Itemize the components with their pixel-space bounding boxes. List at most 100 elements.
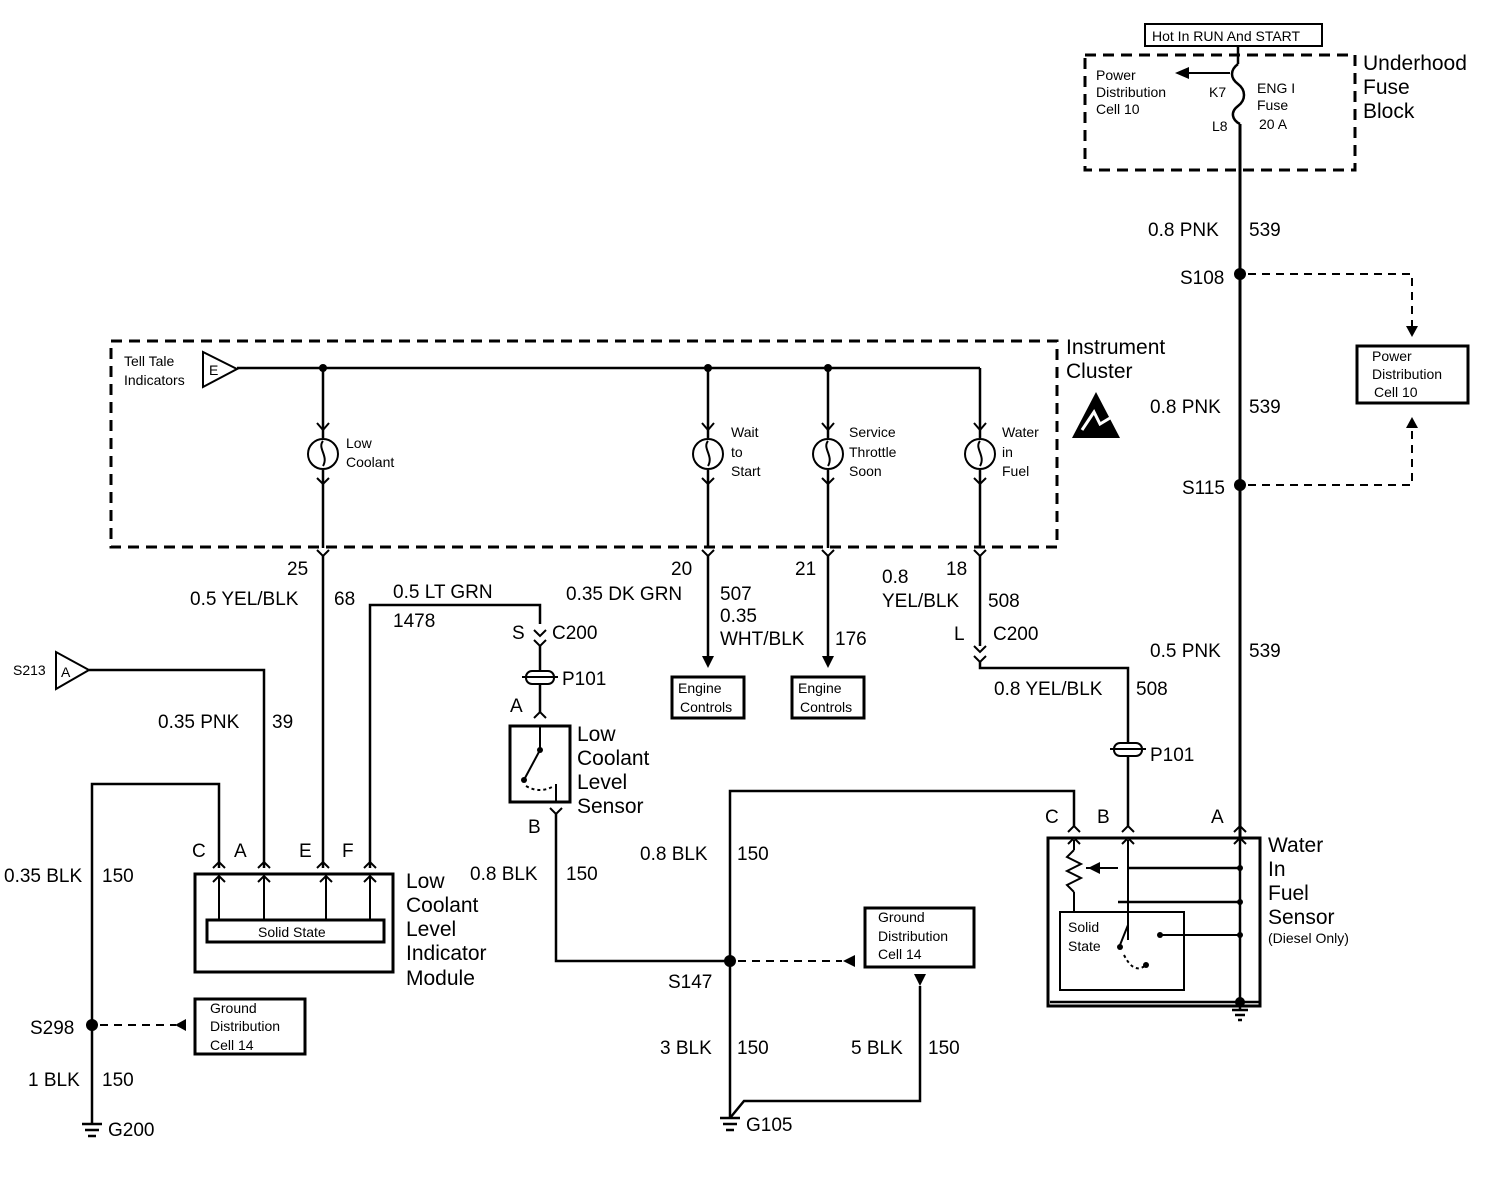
svg-text:Sensor: Sensor (577, 795, 644, 818)
blk-150-g105-right-wire (729, 986, 922, 1119)
splice-s298 (86, 1019, 98, 1031)
svg-text:Engine: Engine (798, 680, 842, 696)
svg-text:in: in (1002, 444, 1013, 460)
svg-text:Cell 10: Cell 10 (1374, 384, 1418, 400)
module-wire-150-circuit: 150 (102, 866, 134, 887)
svg-text:to: to (731, 444, 743, 460)
wire-539-circuit-a: 539 (1249, 220, 1281, 241)
wire-539-circuit-b: 539 (1249, 397, 1281, 418)
svg-text:Solid: Solid (1068, 919, 1099, 935)
pin-21-label: 21 (795, 559, 816, 580)
svg-text:Distribution: Distribution (1096, 84, 1166, 100)
p101-connector-b: P101 (1110, 742, 1194, 766)
svg-text:Distribution: Distribution (210, 1018, 280, 1034)
yel-blk-508-wire-lower (978, 662, 1130, 742)
svg-text:P101: P101 (1150, 745, 1194, 766)
wif-chassis-ground-icon (1232, 1004, 1248, 1022)
svg-text:A: A (1211, 807, 1224, 828)
svg-text:Cell 14: Cell 14 (878, 946, 922, 962)
g105-ground-icon (720, 1116, 740, 1132)
lt-grn-1478-wire (368, 603, 542, 868)
svg-text:Fuse: Fuse (1257, 97, 1288, 113)
wire-539-size-color-c: 0.5 PNK (1150, 641, 1221, 662)
svg-text:Cell 14: Cell 14 (210, 1037, 254, 1053)
g200-ground-icon (82, 1104, 102, 1138)
s147-label: S147 (668, 972, 712, 993)
water-in-fuel-sensor-box (1046, 836, 1262, 1008)
wire-176-size: 0.35 (720, 606, 757, 627)
svg-text:F: F (342, 841, 354, 862)
splice-s147 (724, 955, 736, 967)
svg-text:Throttle: Throttle (849, 444, 897, 460)
l8-label: L8 (1212, 118, 1228, 134)
mid-wire-5blk-size-color: 5 BLK (851, 1038, 903, 1059)
power-distribution-cell10-box: Power Distribution Cell 10 (1355, 344, 1470, 405)
service-throttle-soon-bulb-icon (812, 438, 844, 470)
low-coolant-level-indicator-module-box: Solid State (193, 872, 395, 974)
svg-text:Distribution: Distribution (878, 928, 948, 944)
svg-text:Block: Block (1363, 100, 1415, 123)
svg-text:Module: Module (406, 967, 475, 990)
service-throttle-soon-bulb-circuit: Service Throttle Soon (812, 364, 897, 548)
c200-l-pin-label: L (954, 624, 965, 645)
p101-connector-a: P101 (522, 669, 606, 690)
underhood-fuse-block-outline (1083, 53, 1357, 172)
ground-distribution-cell14-box-mid: Ground Distribution Cell 14 (863, 906, 976, 969)
s213-connector-a-flag: S213 A (13, 650, 92, 691)
svg-text:Soon: Soon (849, 463, 882, 479)
svg-text:C: C (192, 841, 206, 862)
k7-label: K7 (1209, 84, 1226, 100)
svg-text:Cell 10: Cell 10 (1096, 101, 1140, 117)
c200-s-pin-label: S (512, 623, 525, 644)
g200-label: G200 (108, 1120, 154, 1141)
power-distribution-reference: Power Distribution Cell 10 (1096, 67, 1166, 117)
wire-507-size-color: 0.35 DK GRN (566, 584, 682, 605)
wire-508-circuit-top: 508 (988, 591, 1020, 612)
c200-l-connector-label: C200 (993, 624, 1038, 645)
blk-150-wif-ground-wire (728, 789, 1076, 1118)
wire-508-size-top: 0.8 (882, 567, 908, 588)
s298-label: S298 (30, 1018, 74, 1039)
sensor-wire-150-size-color: 0.8 BLK (470, 864, 538, 885)
svg-text:Tell Tale: Tell Tale (124, 353, 175, 369)
wire-1478-circuit: 1478 (393, 611, 435, 632)
blk-150-module-wire (90, 782, 221, 1104)
mid-wire-150-size-color: 0.8 BLK (640, 844, 708, 865)
pin-18-label: 18 (946, 559, 967, 580)
sensor-pin-a-label: A (510, 696, 523, 717)
svg-text:Water: Water (1268, 834, 1323, 857)
low-coolant-level-sensor-box (508, 724, 572, 804)
svg-text:Sensor: Sensor (1268, 906, 1335, 929)
svg-text:Coolant: Coolant (346, 454, 394, 470)
wire-176-circuit: 176 (835, 629, 867, 650)
g105-label: G105 (746, 1115, 792, 1136)
eng-i-fuse-icon (1230, 63, 1246, 126)
wire-508-circuit-bottom: 508 (1136, 679, 1168, 700)
svg-text:Indicators: Indicators (124, 372, 185, 388)
pnk-39-wire (89, 668, 266, 868)
mid-wire-150-circuit: 150 (737, 844, 769, 865)
svg-text:Cluster: Cluster (1066, 360, 1133, 383)
wire-1478-size-color: 0.5 LT GRN (393, 582, 493, 603)
hot-in-run-start-label: Hot In RUN And START (1144, 23, 1323, 47)
svg-text:Ground: Ground (878, 909, 925, 925)
wire-39-circuit: 39 (272, 712, 293, 733)
diesel-only-note: (Diesel Only) (1268, 930, 1349, 946)
svg-text:Water: Water (1002, 424, 1039, 440)
wait-to-start-bulb-icon (692, 438, 724, 470)
blk-150-sensor-wire (554, 814, 730, 963)
sensor-wire-150-circuit: 150 (566, 864, 598, 885)
svg-text:A: A (61, 664, 71, 680)
low-coolant-level-indicator-module-title: Low Coolant Level Indicator Module (406, 870, 487, 990)
wire-508-size-color-bottom: 0.8 YEL/BLK (994, 679, 1103, 700)
svg-text:P101: P101 (562, 669, 606, 690)
svg-text:Low: Low (577, 723, 616, 746)
svg-text:Distribution: Distribution (1372, 366, 1442, 382)
ground-distribution-cell14-box-left: Ground Distribution Cell 14 (193, 997, 307, 1056)
wait-to-start-bulb-circuit: Wait to Start (692, 364, 761, 548)
c200-s-connector-label: C200 (552, 623, 597, 644)
svg-text:Hot In RUN And START: Hot In RUN And START (1152, 28, 1301, 44)
splice-s115 (1234, 479, 1246, 491)
svg-text:Power: Power (1096, 67, 1136, 83)
pin-25-label: 25 (287, 559, 308, 580)
